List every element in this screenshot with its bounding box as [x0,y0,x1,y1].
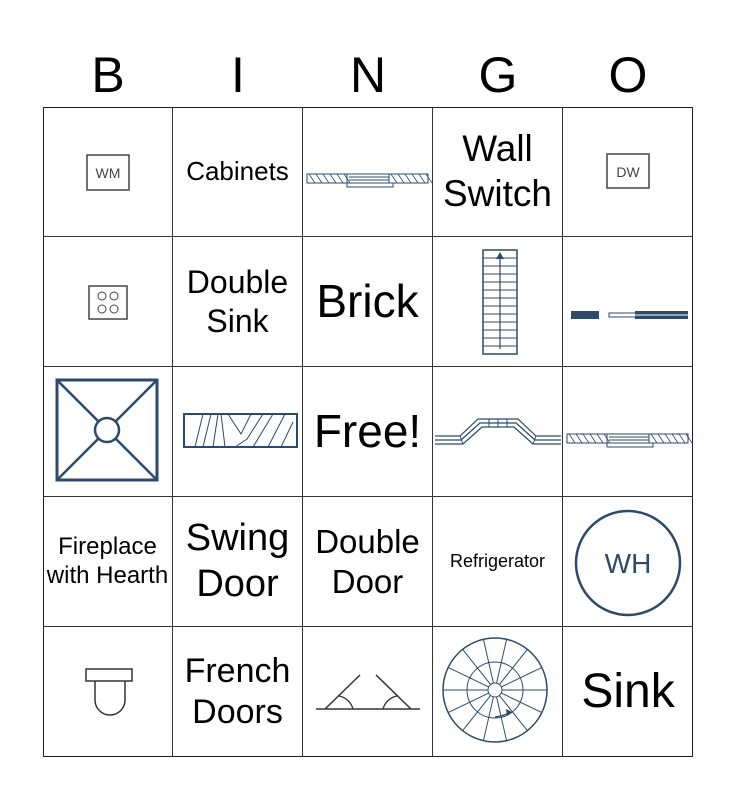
bingo-cell-window[interactable] [303,107,433,237]
bingo-cell-cabinets[interactable]: Cabinets [173,107,303,237]
shower-icon [55,378,159,482]
bingo-cell-dishwasher[interactable]: DW [563,107,693,237]
cell-text: Brick [316,274,419,327]
bingo-cell-swing-door[interactable]: Swing Door [173,497,303,627]
bingo-cell-cooktop[interactable] [43,237,173,367]
header-letter-o: O [608,47,648,103]
bingo-cell-double-sink[interactable]: Double Sink [173,237,303,367]
toilet-icon [85,668,133,716]
cell-text: Double Door [315,522,420,600]
bingo-cell-brick[interactable]: Brick [303,237,433,367]
bingo-cell-wall-switch[interactable]: Wall Switch [433,107,563,237]
washing-machine-icon: WM [86,154,130,191]
bingo-cell-wall-opening[interactable] [563,237,693,367]
window-icon [306,173,433,188]
bingo-cell-shower[interactable] [43,367,173,497]
window-icon [566,433,693,448]
bingo-cell-free[interactable]: Free! [303,367,433,497]
bingo-cell-bay-window[interactable] [433,367,563,497]
bingo-cell-water-heater[interactable]: WH [563,497,693,627]
bingo-cell-angle-doors[interactable] [303,627,433,757]
bingo-cell-toilet[interactable] [43,627,173,757]
bingo-cell-spiral-stairs[interactable] [433,627,563,757]
dishwasher-icon: DW [606,153,650,189]
wh-label: WH [605,548,652,579]
bingo-cell-window[interactable] [563,367,693,497]
angle-doors-icon [316,674,420,710]
bingo-grid: WM Cabinets Wall Switch DW Double Sink Bric… [43,107,693,757]
cell-text: French Doors [184,652,291,731]
wood-icon [183,413,298,448]
bingo-cell-wood[interactable] [173,367,303,497]
bingo-cell-french-doors[interactable]: French Doors [173,627,303,757]
bingo-cell-stairs[interactable] [433,237,563,367]
wm-label: WM [96,165,121,181]
bingo-cell-washing-machine[interactable]: WM [43,107,173,237]
water-heater-icon: WH [574,509,682,617]
cell-text: Cabinets [186,155,289,186]
header-letter-n: N [349,47,387,103]
cooktop-icon [88,285,128,320]
bingo-cell-sink[interactable]: Sink [563,627,693,757]
bay-window-icon [435,418,561,445]
header-letter-i: I [231,47,245,103]
cell-text: Sink [581,665,675,719]
cell-text: Swing Door [185,516,290,605]
wall-opening-icon [571,311,688,319]
bingo-cell-double-door[interactable]: Double Door [303,497,433,627]
bingo-cell-refrigerator[interactable]: Refrigerator [433,497,563,627]
cell-text: Refrigerator [449,550,546,571]
cell-text: Double Sink [186,264,289,339]
cell-text: Free! [313,404,422,457]
bingo-cell-fireplace-with-hearth[interactable]: Fireplace with Hearth [43,497,173,627]
dw-label: DW [616,164,640,180]
spiral-stairs-icon [442,637,548,743]
header-letter-b: B [91,47,125,103]
stairs-icon [482,249,518,355]
cell-text: Wall Switch [443,128,552,214]
cell-text: Fireplace with Hearth [46,532,169,589]
header-letter-g: G [478,47,518,103]
